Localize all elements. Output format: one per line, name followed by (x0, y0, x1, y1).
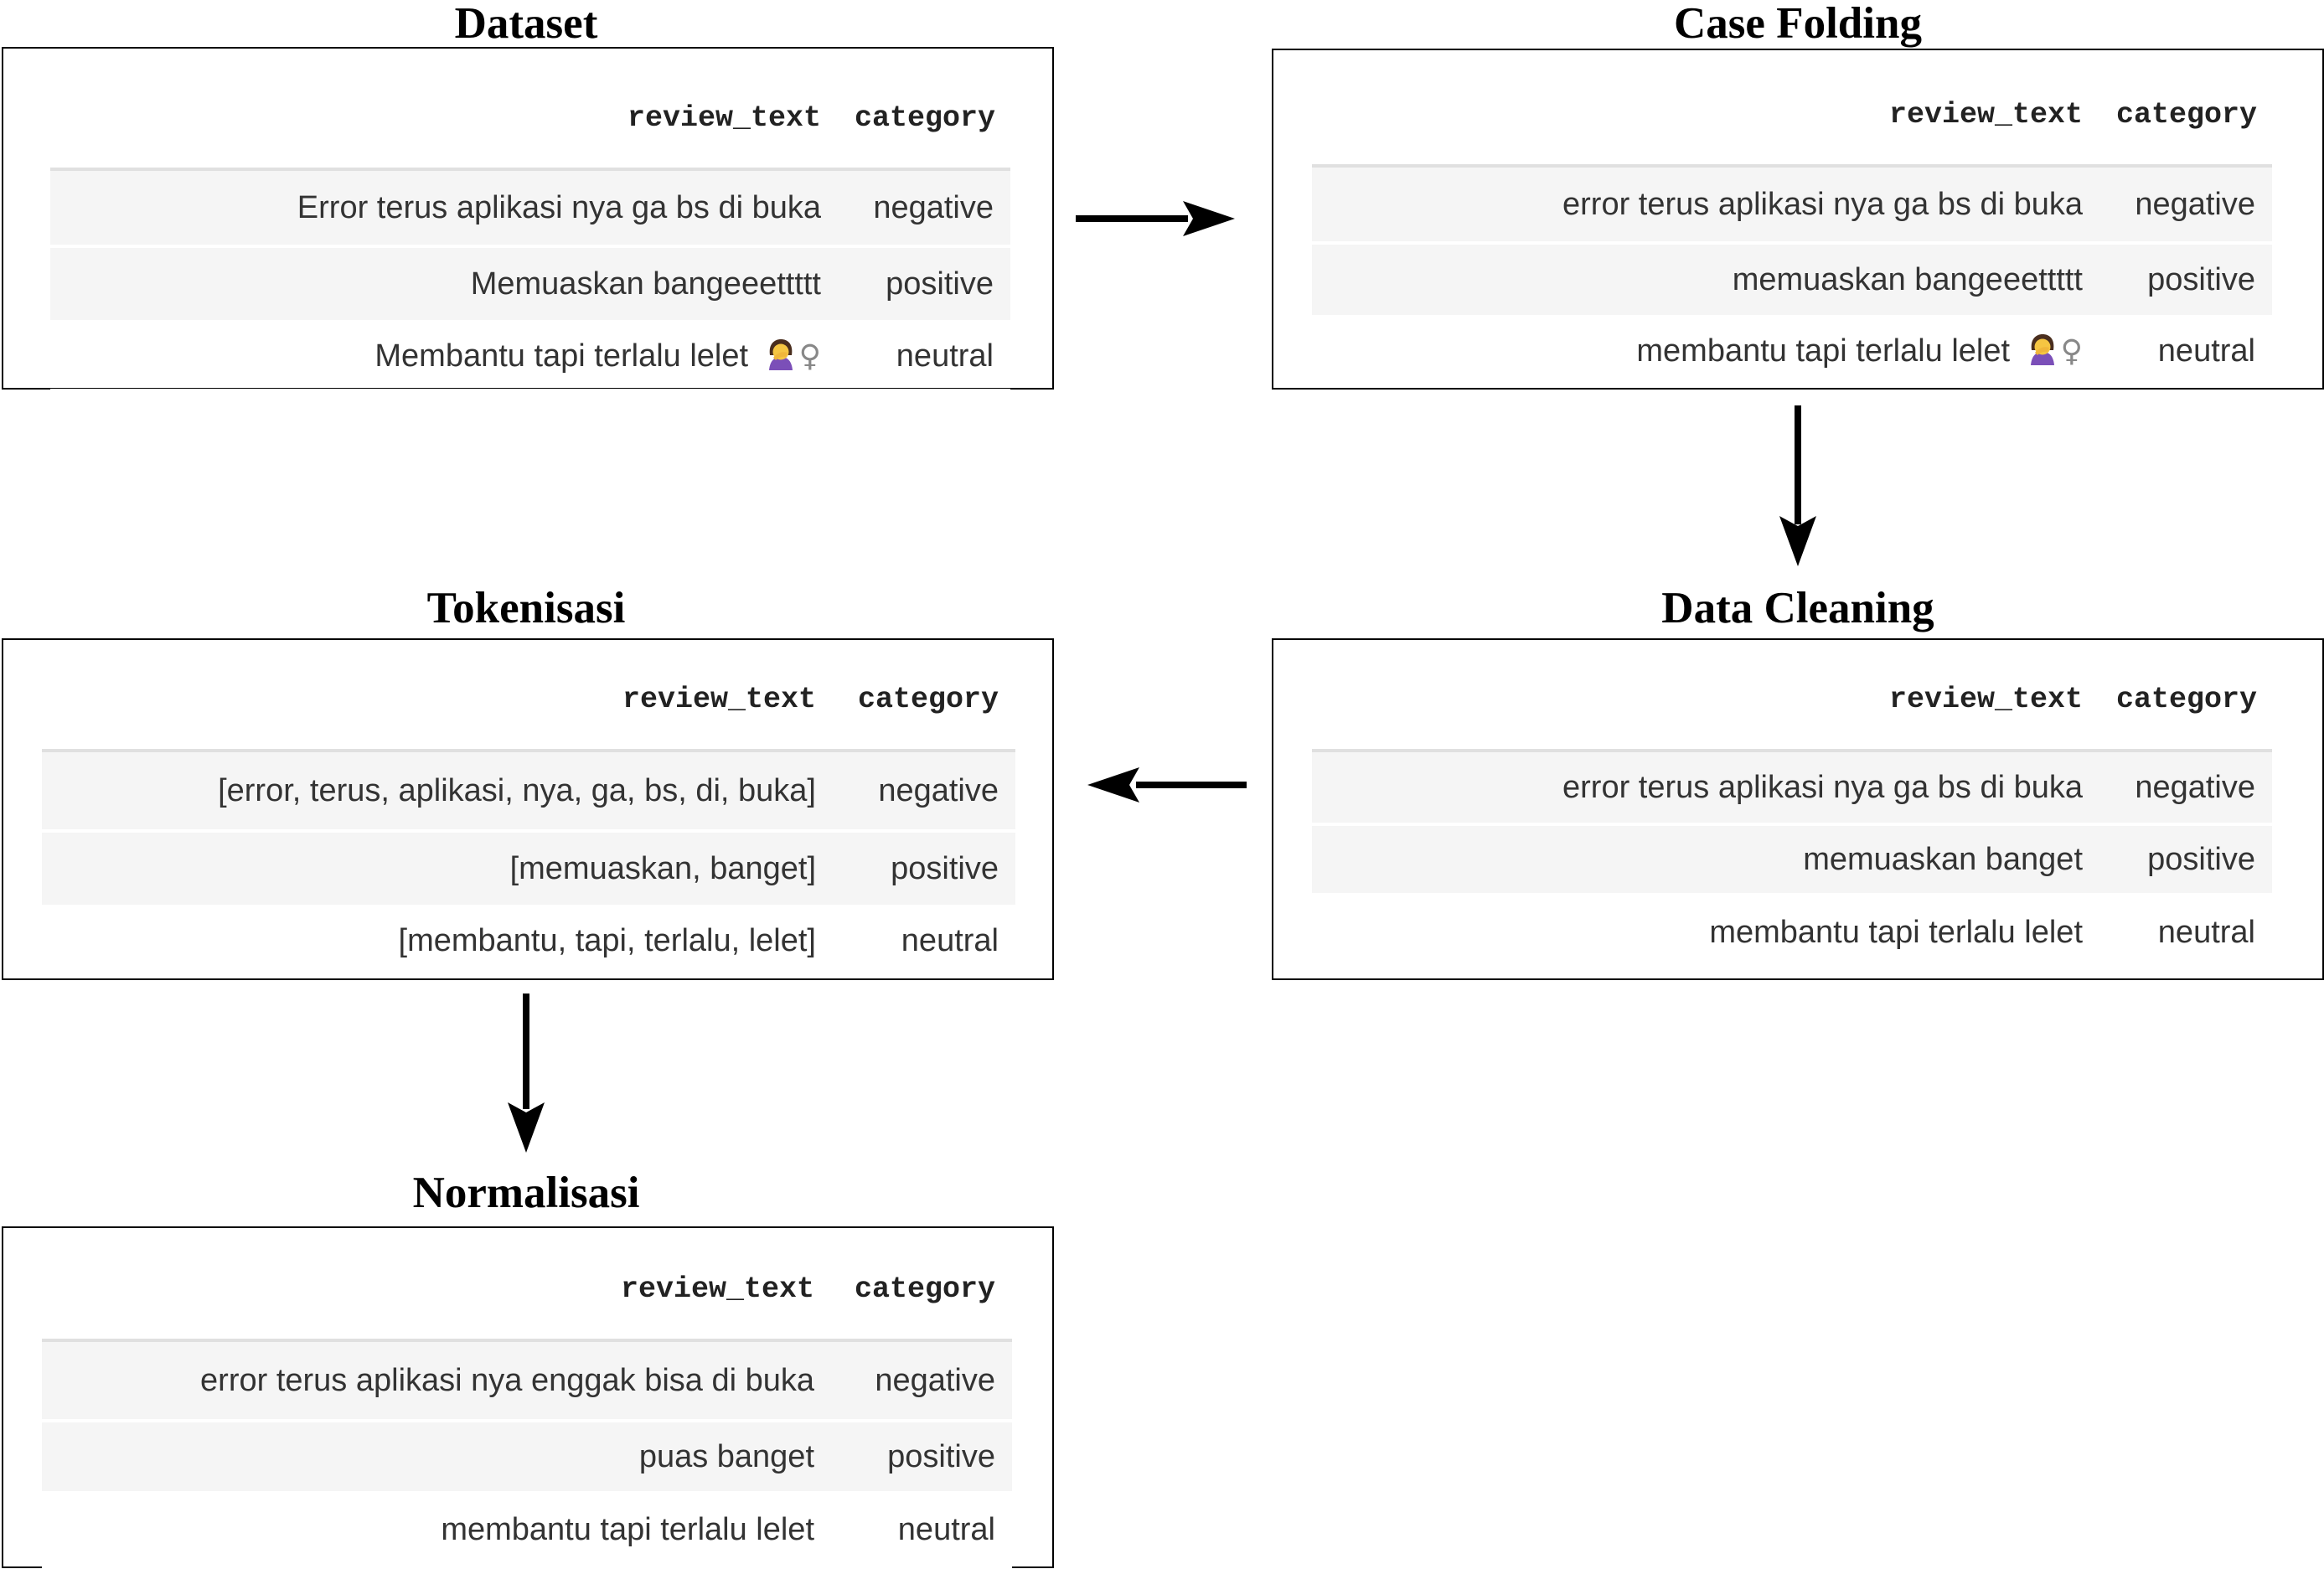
column-header-category: category (831, 1240, 1012, 1342)
cell-review-text: puas banget (42, 1421, 831, 1494)
cell-review-text: membantu tapi terlalu lelet ♀ (1312, 317, 2099, 387)
table-row: memuaskan bangeeettttt positive (1312, 243, 2272, 318)
cell-category: negative (2099, 166, 2272, 245)
cell-review-text: error terus aplikasi nya ga bs di buka (1312, 166, 2099, 245)
table-header-row: review_text category (1312, 65, 2272, 168)
stage-title-tokenisasi: Tokenisasi (426, 584, 626, 632)
stage-box-dataset: review_text category Error terus aplikas… (2, 47, 1054, 392)
table-header-row: review_text category (42, 1240, 1012, 1342)
cell-category: positive (833, 831, 1015, 908)
cell-category: positive (2099, 824, 2272, 896)
table-row: memuaskan banget positive (1312, 824, 2272, 896)
stage-box-case-folding: review_text category error terus aplikas… (1272, 49, 2324, 390)
column-header-category: category (2099, 650, 2272, 752)
table-header-row: review_text category (1312, 650, 2272, 752)
stage-title-case-folding: Case Folding (1674, 0, 1922, 48)
cell-category: neutral (831, 1493, 1012, 1568)
column-header-review-text: review_text (42, 650, 833, 752)
cell-category: positive (838, 246, 1010, 323)
stage-title-dataset: Dataset (454, 0, 598, 48)
table-row: membantu tapi terlalu lelet neutral (42, 1493, 1012, 1568)
cell-category: neutral (2099, 895, 2272, 972)
female-sign-icon: ♀ (798, 339, 821, 374)
table-row: error terus aplikasi nya enggak bisa di … (42, 1340, 1012, 1422)
stage-box-tokenisasi: review_text category [error, terus, apli… (2, 638, 1054, 980)
woman-facepalming-icon (2030, 334, 2054, 365)
cell-review-text: error terus aplikasi nya ga bs di buka (1312, 751, 2099, 826)
cell-review-text: membantu tapi terlalu lelet (1312, 895, 2099, 972)
table-header-row: review_text category (50, 69, 1010, 171)
cell-category: positive (831, 1421, 1012, 1494)
dataframe-table: review_text category [error, terus, apli… (42, 650, 1015, 977)
female-sign-icon: ♀ (2060, 334, 2083, 369)
cell-category: negative (833, 751, 1015, 833)
cell-review-text: memuaskan bangeeettttt (1312, 243, 2099, 318)
cell-category: negative (838, 169, 1010, 248)
cell-review-text: error terus aplikasi nya enggak bisa di … (42, 1340, 831, 1422)
cell-review-text: memuaskan banget (1312, 824, 2099, 896)
table-row: error terus aplikasi nya ga bs di buka n… (1312, 751, 2272, 826)
dataframe-table: review_text category error terus aplikas… (1312, 65, 2272, 387)
cell-category: positive (2099, 243, 2272, 318)
cell-category: neutral (838, 322, 1010, 392)
review-text: membantu tapi terlalu lelet (1636, 333, 2011, 369)
cell-category: neutral (833, 906, 1015, 977)
arrow-down (1779, 405, 1816, 566)
woman-facepalming-icon (768, 339, 793, 370)
table-row: puas banget positive (42, 1421, 1012, 1494)
cell-review-text: Error terus aplikasi nya ga bs di buka (50, 169, 838, 248)
column-header-category: category (838, 69, 1010, 171)
table-row: membantu tapi terlalu lelet ♀ neutral (1312, 317, 2272, 387)
stage-box-data-cleaning: review_text category error terus aplikas… (1272, 638, 2324, 980)
cell-review-text: [membantu, tapi, terlalu, lelet] (42, 906, 833, 977)
arrow-down (508, 994, 545, 1153)
table-row: Memuaskan bangeeettttt positive (50, 246, 1010, 323)
column-header-review-text: review_text (1312, 650, 2099, 752)
table-row: [error, terus, aplikasi, nya, ga, bs, di… (42, 751, 1015, 833)
dataframe-table: review_text category error terus aplikas… (1312, 650, 2272, 972)
dataframe-table: review_text category error terus aplikas… (42, 1240, 1012, 1568)
cell-category: neutral (2099, 317, 2272, 387)
column-header-category: category (2099, 65, 2272, 168)
cell-review-text: Membantu tapi terlalu lelet ♀ (50, 322, 838, 392)
table-header-row: review_text category (42, 650, 1015, 752)
column-header-review-text: review_text (50, 69, 838, 171)
cell-category: negative (831, 1340, 1012, 1422)
stage-title-normalisasi: Normalisasi (412, 1169, 640, 1217)
table-row: [membantu, tapi, terlalu, lelet] neutral (42, 906, 1015, 977)
arrow-right (1076, 201, 1235, 236)
table-row: Membantu tapi terlalu lelet ♀ neutral (50, 322, 1010, 392)
table-row: Error terus aplikasi nya ga bs di buka n… (50, 169, 1010, 248)
table-row: [memuaskan, banget] positive (42, 831, 1015, 908)
arrow-left (1087, 767, 1247, 803)
cell-review-text: [error, terus, aplikasi, nya, ga, bs, di… (42, 751, 833, 833)
cell-review-text: Memuaskan bangeeettttt (50, 246, 838, 323)
table-row: membantu tapi terlalu lelet neutral (1312, 895, 2272, 972)
table-row: error terus aplikasi nya ga bs di buka n… (1312, 166, 2272, 245)
cell-review-text: [memuaskan, banget] (42, 831, 833, 908)
stage-title-data-cleaning: Data Cleaning (1661, 584, 1934, 632)
review-text: Membantu tapi terlalu lelet (374, 338, 749, 374)
column-header-review-text: review_text (1312, 65, 2099, 168)
dataframe-table: review_text category Error terus aplikas… (50, 69, 1010, 392)
cell-category: negative (2099, 751, 2272, 826)
cell-review-text: membantu tapi terlalu lelet (42, 1493, 831, 1568)
stage-box-normalisasi: review_text category error terus aplikas… (2, 1226, 1054, 1568)
column-header-category: category (833, 650, 1015, 752)
column-header-review-text: review_text (42, 1240, 831, 1342)
